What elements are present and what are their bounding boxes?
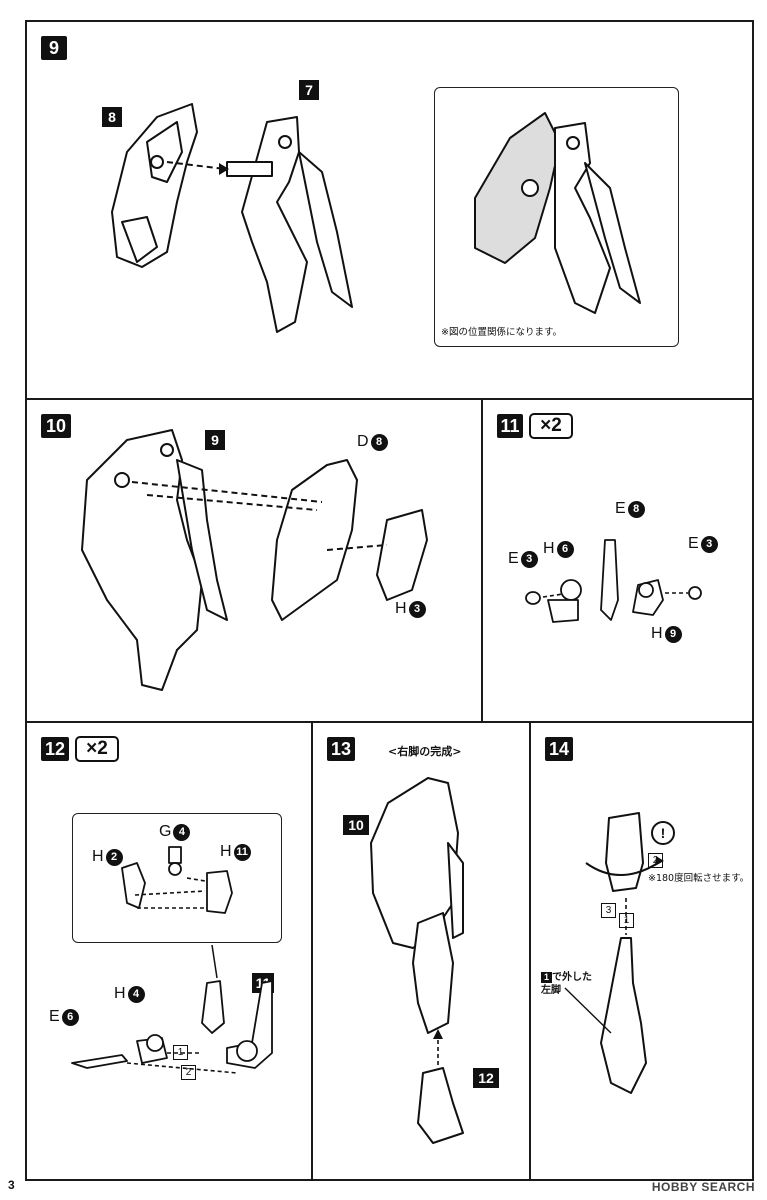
part-label-d8: D 8 — [357, 433, 388, 451]
step-9-note: ※図の位置関係になります。 — [441, 327, 563, 338]
part-ref-8: 8 — [102, 107, 122, 127]
step-12-panel: 12 ×2 G 4 H 2 H 11 E 6 H 4 11 1 2 — [25, 721, 313, 1181]
part-label-e6: E 6 — [49, 1008, 79, 1026]
step-11-panel: 11 ×2 E 3 H 6 E 8 E 3 H 9 — [481, 398, 754, 723]
part-letter: H — [114, 985, 126, 1002]
part-number: 2 — [105, 848, 123, 866]
part-number: 8 — [627, 500, 645, 518]
part-label-e3-left: E 3 — [508, 550, 538, 568]
step-9-inset: ※図の位置関係になります。 — [434, 87, 679, 347]
part-label-e3-right: E 3 — [688, 535, 718, 553]
step-12-illustration — [71, 846, 273, 1074]
inset-illustration — [474, 112, 641, 314]
step-number: 14 — [545, 737, 573, 761]
part-label-g4: G 4 — [159, 823, 191, 841]
part-ref-7: 7 — [299, 80, 319, 100]
step-14-note: ※180度回転させます。 — [648, 873, 750, 884]
part-ref-10: 10 — [343, 815, 369, 835]
part-number: 4 — [173, 823, 191, 841]
step-ref-1: 1 — [541, 972, 552, 983]
part-label-h11: H 11 — [220, 843, 251, 861]
step-number: 11 — [497, 414, 523, 438]
part-number: 4 — [127, 985, 145, 1003]
part-letter: E — [508, 550, 519, 567]
step-number: 13 — [327, 737, 355, 761]
quantity-multiplier: ×2 — [529, 413, 573, 439]
step-10-panel: 10 9 D 8 H 3 — [25, 398, 483, 723]
part-label-h4: H 4 — [114, 985, 145, 1003]
part-letter: H — [543, 540, 555, 557]
part-label-e8: E 8 — [615, 500, 645, 518]
part-letter: H — [651, 625, 663, 642]
quantity-multiplier: ×2 — [75, 736, 119, 762]
part-number: 8 — [370, 433, 388, 451]
part-letter: E — [688, 535, 699, 552]
part-number: 6 — [556, 540, 574, 558]
step-13-panel: 13 <右脚の完成> 10 12 — [311, 721, 531, 1181]
step-number: 12 — [41, 737, 69, 761]
step-number: 10 — [41, 414, 71, 438]
part-letter: D — [357, 433, 369, 450]
part-letter: H — [92, 848, 104, 865]
part-label-h6: H 6 — [543, 540, 574, 558]
step-14-illustration — [564, 812, 664, 1094]
step-number: 9 — [41, 36, 67, 60]
part-number: 6 — [61, 1008, 79, 1026]
caption-line-2: 左脚 — [541, 985, 561, 996]
step-9-illustration — [111, 103, 353, 333]
watermark-logo: HOBBY SEARCH — [651, 1180, 755, 1194]
part-number: 11 — [233, 843, 251, 861]
part-label-h3: H 3 — [395, 600, 426, 618]
part-number: 9 — [664, 625, 682, 643]
part-letter: H — [220, 843, 232, 860]
step-11-illustration — [525, 539, 702, 623]
part-letter: E — [615, 500, 626, 517]
part-ref-9: 9 — [205, 430, 225, 450]
part-label-h9: H 9 — [651, 625, 682, 643]
part-letter: E — [49, 1008, 60, 1025]
step-10-illustration — [81, 429, 428, 691]
part-ref-12: 12 — [473, 1068, 499, 1088]
part-label-h2: H 2 — [92, 848, 123, 866]
part-letter: H — [395, 600, 407, 617]
sequence-marker: 3 — [601, 903, 616, 918]
part-number: 3 — [520, 550, 538, 568]
step-9-panel: 9 8 7 ※図の位置関係になります。 — [25, 20, 754, 400]
part-number: 3 — [700, 535, 718, 553]
step-13-illustration — [370, 777, 464, 1144]
caption-line-1: で外した — [552, 972, 592, 983]
warning-icon: ! — [651, 821, 675, 845]
part-number: 3 — [408, 600, 426, 618]
step-13-title: <右脚の完成> — [388, 745, 462, 758]
part-letter: G — [159, 823, 172, 840]
step-12-inset — [72, 813, 282, 943]
sequence-marker: 1 — [173, 1045, 188, 1060]
page-number: 3 — [8, 1178, 15, 1192]
